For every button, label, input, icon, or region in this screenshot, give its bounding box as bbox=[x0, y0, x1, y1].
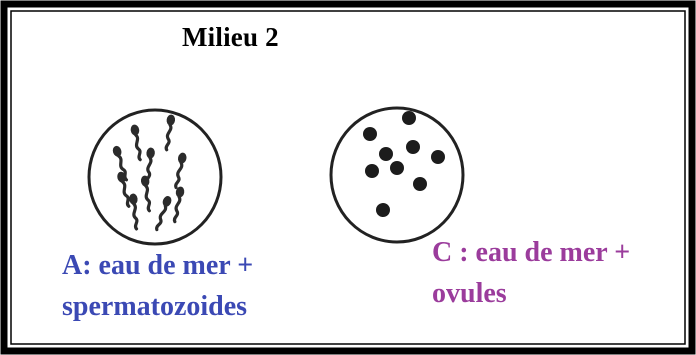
egg-cell bbox=[390, 161, 404, 175]
dish-a bbox=[89, 110, 221, 244]
label-a-line-2: spermatozoides bbox=[62, 286, 253, 327]
egg-cell bbox=[406, 140, 420, 154]
label-c-line-2: ovules bbox=[432, 273, 630, 314]
egg-cell bbox=[365, 164, 379, 178]
dish-c bbox=[331, 108, 463, 242]
label-a-line-1: A: eau de mer + bbox=[62, 245, 253, 286]
egg-cell bbox=[413, 177, 427, 191]
egg-cell bbox=[363, 127, 377, 141]
label-c-line-1: C : eau de mer + bbox=[432, 232, 630, 273]
egg-cell bbox=[402, 111, 416, 125]
egg-cell bbox=[379, 147, 393, 161]
egg-cell bbox=[431, 150, 445, 164]
dish-a-outline bbox=[89, 110, 221, 244]
title: Milieu 2 bbox=[182, 22, 279, 53]
egg-cell bbox=[376, 203, 390, 217]
label-c: C : eau de mer + ovules bbox=[432, 232, 630, 314]
label-a: A: eau de mer + spermatozoides bbox=[62, 245, 253, 327]
